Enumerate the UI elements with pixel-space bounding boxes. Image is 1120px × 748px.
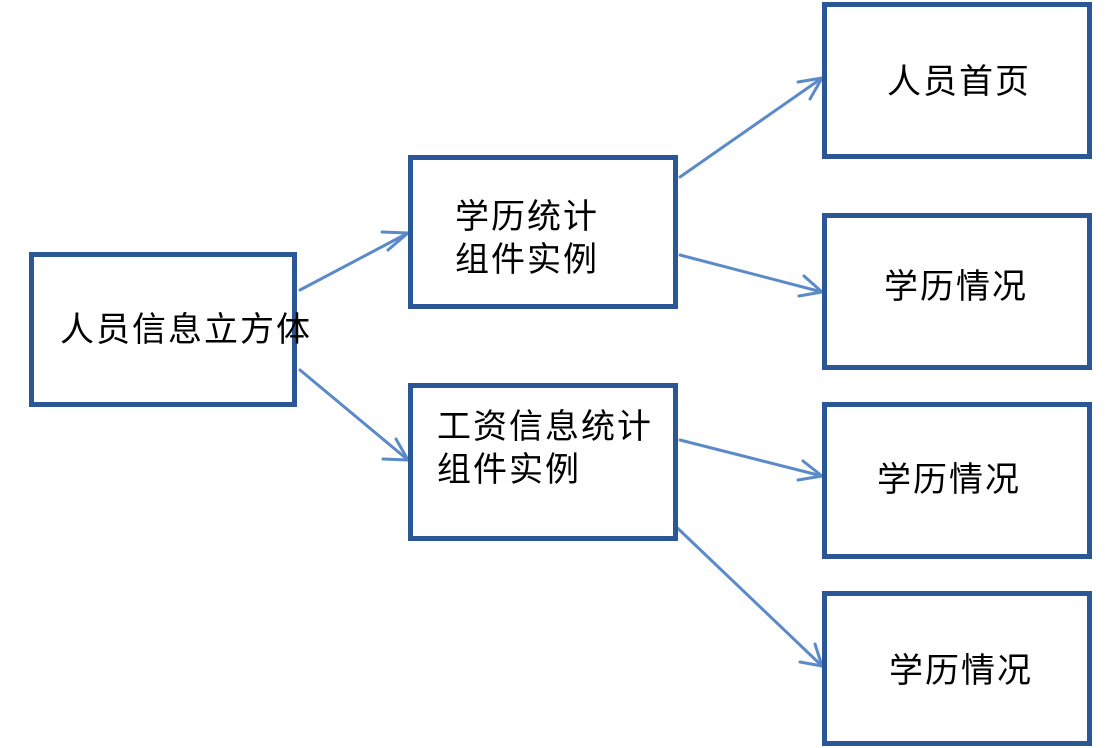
node-label-line: 学历情况	[877, 460, 1021, 500]
node-label: 学历情况	[877, 459, 1021, 502]
node-label: 学历情况	[884, 266, 1028, 309]
edge-salary-stats-to-education-3	[666, 517, 824, 668]
node-label: 人员信息立方体	[60, 309, 312, 352]
node-label-line: 人员首页	[887, 62, 1031, 102]
node-label-line: 人员信息立方体	[60, 310, 312, 350]
node-label: 人员首页	[887, 61, 1031, 104]
node-label-line: 学历情况	[889, 651, 1033, 691]
node-education-status-2: 学历情况	[822, 402, 1092, 559]
node-education-status-1: 学历情况	[822, 213, 1092, 370]
node-label-line: 工资信息统计	[437, 407, 653, 447]
node-label: 工资信息统计 组件实例	[437, 406, 653, 491]
node-label-line: 组件实例	[437, 449, 581, 490]
edge-salary-stats-to-education-2	[678, 438, 824, 478]
edge-education-stats-to-personnel-home	[678, 76, 824, 179]
node-label-line: 学历统计	[455, 197, 599, 237]
edge-education-stats-to-education-1	[678, 253, 824, 294]
edge-root-to-education-stats	[298, 231, 410, 292]
edge-root-to-salary-stats	[298, 368, 410, 462]
node-label: 学历统计 组件实例	[455, 196, 599, 281]
node-personnel-cube: 人员信息立方体	[29, 252, 310, 407]
node-education-stats-component: 学历统计 组件实例	[408, 155, 678, 309]
node-salary-stats-component: 工资信息统计 组件实例	[408, 383, 678, 541]
node-personnel-home: 人员首页	[822, 2, 1092, 159]
node-label-line: 组件实例	[455, 239, 599, 280]
node-education-status-3: 学历情况	[822, 591, 1092, 746]
node-label: 学历情况	[889, 650, 1033, 693]
node-label-line: 学历情况	[884, 267, 1028, 307]
